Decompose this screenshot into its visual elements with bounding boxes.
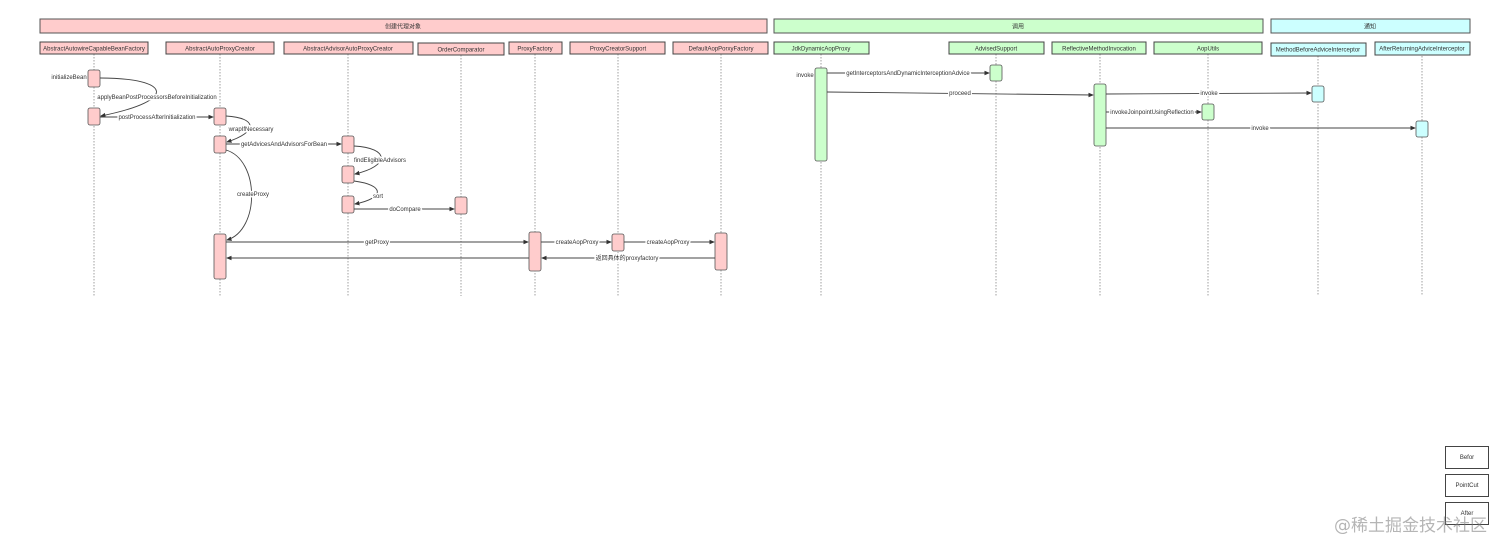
msg-do-compare: doCompare bbox=[389, 207, 421, 213]
msg-post-process-after-init: postProcessAfterInitialization bbox=[118, 115, 195, 121]
svg-text:AdvisedSupport: AdvisedSupport bbox=[975, 47, 1018, 53]
msg-invoke: invoke bbox=[796, 73, 814, 79]
msg-invoke-before: invoke bbox=[1200, 91, 1218, 97]
svg-text:AbstractAdvisorAutoProxyCreato: AbstractAdvisorAutoProxyCreator bbox=[303, 47, 393, 53]
svg-text:AbstractAutoProxyCreator: AbstractAutoProxyCreator bbox=[185, 47, 255, 53]
msg-get-advices: getAdvicesAndAdvisorsForBean bbox=[241, 142, 327, 148]
participant-order-comparator[interactable]: OrderComparator bbox=[417, 42, 505, 56]
group-title: 创建代理对象 bbox=[385, 23, 421, 31]
participant-aop-utils[interactable]: AopUtils bbox=[1153, 41, 1263, 55]
msg-initialize-bean: initializeBean bbox=[51, 75, 86, 81]
msg-find-eligible-advisors: findEligibleAdvisors bbox=[354, 158, 406, 164]
participant-after-returning-advice-interceptor[interactable]: AfterReturningAdviceInterceptor bbox=[1374, 41, 1471, 56]
participant-proxy-factory[interactable]: ProxyFactory bbox=[508, 41, 563, 55]
participant-abstract-advisor-auto-proxy-creator[interactable]: AbstractAdvisorAutoProxyCreator bbox=[283, 41, 414, 55]
msg-create-aop-proxy-1: createAopProxy bbox=[556, 240, 599, 246]
svg-text:OrderComparator: OrderComparator bbox=[437, 48, 484, 54]
svg-text:ProxyCreatorSupport: ProxyCreatorSupport bbox=[590, 47, 647, 53]
msg-invoke-after: invoke bbox=[1251, 126, 1269, 132]
group-title: 通知 bbox=[1364, 23, 1376, 31]
msg-return-proxy-factory: 返回具体的proxyfactory bbox=[596, 254, 659, 262]
msg-invoke-joinpoint: invokeJoinpointUsingReflection bbox=[1110, 110, 1193, 116]
svg-text:ProxyFactory: ProxyFactory bbox=[517, 47, 552, 53]
msg-sort: sort bbox=[373, 194, 383, 200]
participant-jdk-dynamic-aop-proxy[interactable]: JdkDynamicAopProxy bbox=[773, 41, 870, 55]
msg-get-proxy: getProxy bbox=[365, 240, 389, 246]
participant-advised-support[interactable]: AdvisedSupport bbox=[948, 41, 1045, 55]
participant-default-aop-proxy-factory[interactable]: DefaultAopPorxyFactory bbox=[672, 41, 769, 55]
svg-text:DefaultAopPorxyFactory: DefaultAopPorxyFactory bbox=[688, 47, 753, 53]
msg-wrap-if-necessary: wrapIfNecessary bbox=[228, 127, 274, 133]
participant-abstract-autowire-capable-bean-factory[interactable]: AbstractAutowireCapableBeanFactory bbox=[39, 41, 149, 55]
svg-text:ReflectiveMethodInvocation: ReflectiveMethodInvocation bbox=[1062, 47, 1136, 53]
participant-proxy-creator-support[interactable]: ProxyCreatorSupport bbox=[569, 41, 666, 55]
svg-text:AfterReturningAdviceIntercepto: AfterReturningAdviceInterceptor bbox=[1379, 47, 1464, 53]
msg-create-proxy: createProxy bbox=[237, 192, 269, 198]
svg-text:JdkDynamicAopProxy: JdkDynamicAopProxy bbox=[792, 47, 851, 53]
activation-bars bbox=[87, 64, 1429, 280]
msg-apply-before-init: applyBeanPostProcessorsBeforeInitializat… bbox=[97, 95, 216, 101]
participant-method-before-advice-interceptor[interactable]: MethodBeforeAdviceInterceptor bbox=[1270, 42, 1367, 57]
svg-text:AopUtils: AopUtils bbox=[1197, 47, 1219, 53]
msg-get-interceptors: getInterceptorsAndDynamicInterceptionAdv… bbox=[846, 71, 970, 77]
legend-befor[interactable]: Befor bbox=[1445, 446, 1489, 469]
lifelines bbox=[93, 54, 1423, 296]
participant-reflective-method-invocation[interactable]: ReflectiveMethodInvocation bbox=[1051, 41, 1147, 55]
watermark: @稀土掘金技术社区 bbox=[1334, 516, 1487, 536]
group-create-proxy: 创建代理对象 bbox=[39, 18, 768, 34]
group-title: 调用 bbox=[1012, 23, 1024, 31]
svg-text:AbstractAutowireCapableBeanFac: AbstractAutowireCapableBeanFactory bbox=[43, 47, 145, 53]
legend-after[interactable]: After bbox=[1445, 502, 1489, 525]
participant-abstract-auto-proxy-creator[interactable]: AbstractAutoProxyCreator bbox=[165, 41, 275, 55]
msg-proceed: proceed bbox=[949, 91, 971, 97]
group-advice: 通知 bbox=[1270, 18, 1471, 34]
legend-pointcut[interactable]: PointCut bbox=[1445, 474, 1489, 497]
messages: initializeBean applyBeanPostProcessorsBe… bbox=[51, 70, 1416, 264]
svg-text:MethodBeforeAdviceInterceptor: MethodBeforeAdviceInterceptor bbox=[1276, 48, 1360, 54]
group-invoke: 调用 bbox=[773, 18, 1264, 34]
msg-create-aop-proxy-2: createAopProxy bbox=[647, 240, 690, 246]
